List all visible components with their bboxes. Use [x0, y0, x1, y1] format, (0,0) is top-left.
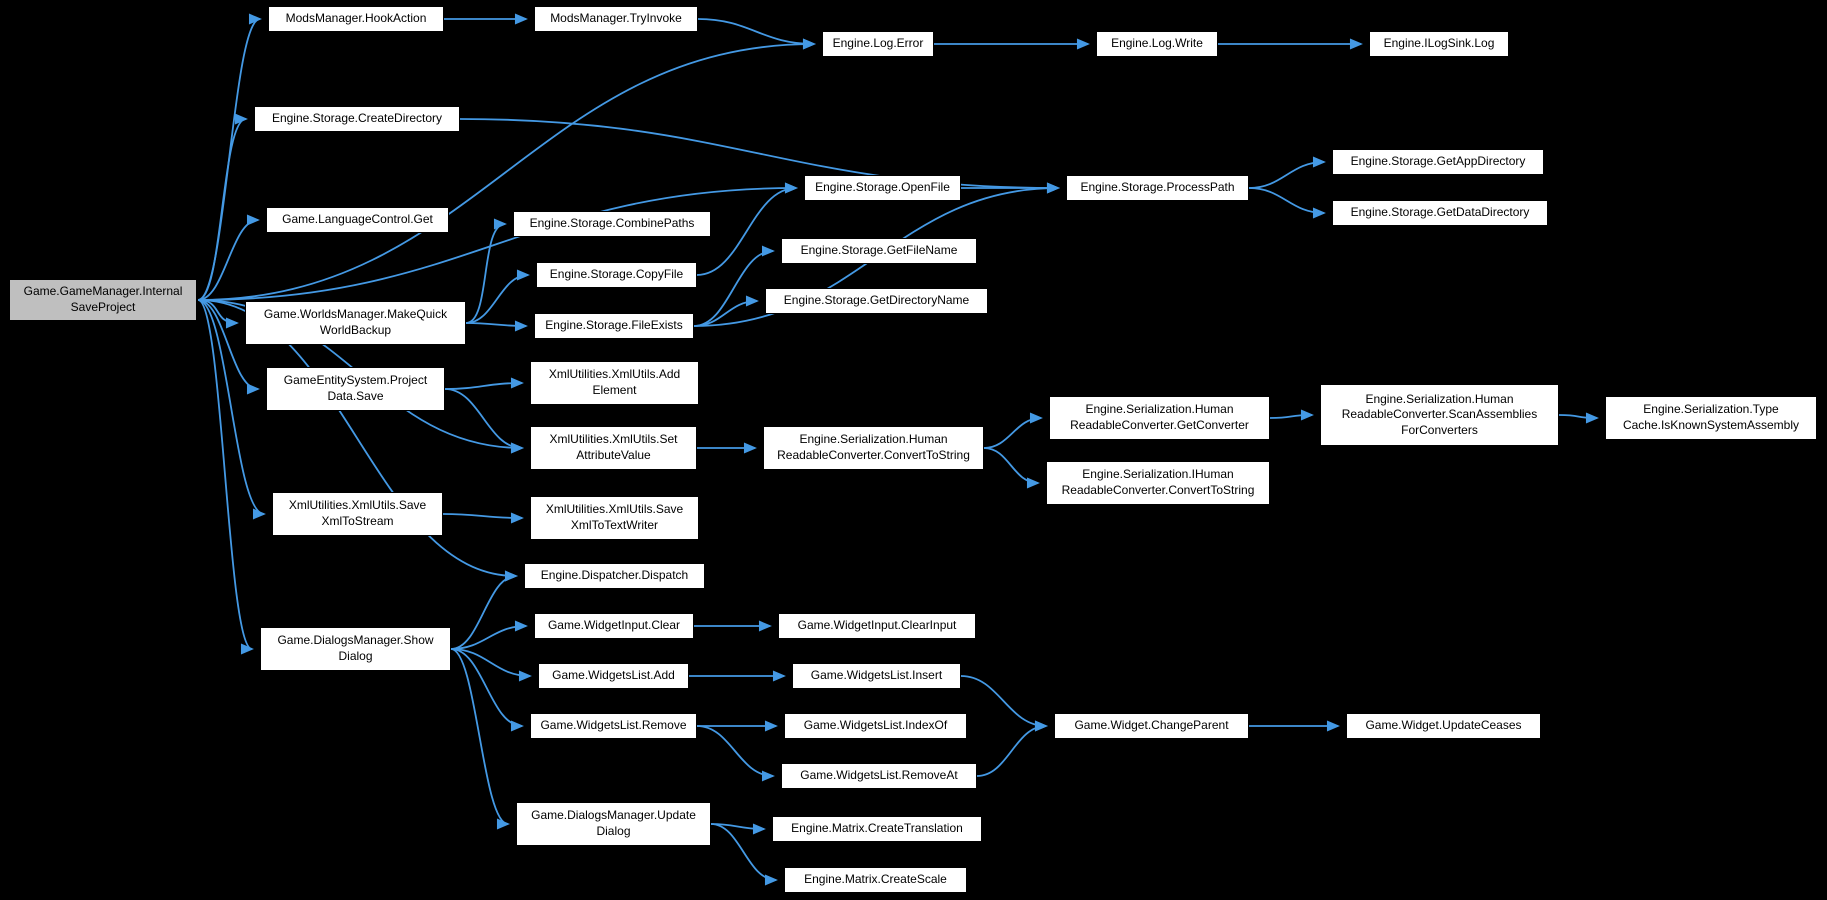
node-createScale[interactable]: Engine.Matrix.CreateScale — [784, 867, 967, 893]
node-ilogSinkLog[interactable]: Engine.ILogSink.Log — [1369, 31, 1509, 57]
edge-saveXmlToStream-saveXmlToTextWriter — [442, 512, 524, 524]
node-widgetsListRemoveAt[interactable]: Game.WidgetsList.RemoveAt — [781, 763, 977, 789]
node-ihrcConvertToString[interactable]: Engine.Serialization.IHuman ReadableConv… — [1046, 461, 1270, 505]
node-widgetsListAdd[interactable]: Game.WidgetsList.Add — [538, 663, 689, 689]
edge-root-languageControlGet — [197, 214, 260, 301]
node-logWrite[interactable]: Engine.Log.Write — [1096, 31, 1218, 57]
node-widgetsListIndexOf[interactable]: Game.WidgetsList.IndexOf — [784, 713, 967, 739]
node-getDirectoryName[interactable]: Engine.Storage.GetDirectoryName — [765, 288, 988, 314]
edge-makeQuickWorldBackup-copyFile — [465, 269, 530, 324]
edge-hrcConvertToString-hrcGetConverter — [983, 412, 1043, 449]
edge-widgetsListRemove-widgetsListRemoveAt — [696, 725, 775, 782]
node-dispatch[interactable]: Engine.Dispatcher.Dispatch — [524, 563, 705, 589]
edge-fileExists-getFileName — [693, 245, 775, 327]
node-widgetsListInsert[interactable]: Game.WidgetsList.Insert — [792, 663, 961, 689]
node-isKnownSystemAssembly[interactable]: Engine.Serialization.Type Cache.IsKnownS… — [1605, 396, 1817, 440]
edge-root-saveXmlToStream — [197, 299, 266, 520]
edge-fileExists-getDirectoryName — [693, 295, 759, 327]
node-hrcGetConverter[interactable]: Engine.Serialization.Human ReadableConve… — [1049, 396, 1270, 440]
node-getAppDirectory[interactable]: Engine.Storage.GetAppDirectory — [1332, 149, 1544, 175]
node-hookAction[interactable]: ModsManager.HookAction — [268, 6, 444, 32]
edge-projectDataSave-setAttributeValue — [444, 388, 524, 454]
node-addElement[interactable]: XmlUtilities.XmlUtils.Add Element — [530, 361, 699, 405]
edge-root-createDirectory — [197, 113, 248, 301]
edge-widgetsListRemoveAt-changeParent — [976, 720, 1048, 777]
edge-updateDialog-createScale — [710, 823, 778, 886]
edge-copyFile-openFile — [696, 182, 798, 276]
node-updateCeases[interactable]: Game.Widget.UpdateCeases — [1346, 713, 1541, 739]
node-changeParent[interactable]: Game.Widget.ChangeParent — [1054, 713, 1249, 739]
edge-makeQuickWorldBackup-fileExists — [465, 320, 528, 332]
node-setAttributeValue[interactable]: XmlUtilities.XmlUtils.Set AttributeValue — [530, 426, 697, 470]
edge-hrcGetConverter-scanAssemblies — [1269, 409, 1314, 421]
node-openFile[interactable]: Engine.Storage.OpenFile — [804, 175, 961, 201]
node-widgetsListRemove[interactable]: Game.WidgetsList.Remove — [530, 713, 697, 739]
edge-root-logError — [197, 38, 816, 301]
edge-hrcConvertToString-ihrcConvertToString — [983, 447, 1040, 489]
node-fileExists[interactable]: Engine.Storage.FileExists — [534, 313, 694, 339]
edge-scanAssemblies-isKnownSystemAssembly — [1558, 412, 1599, 424]
edge-showDialog-widgetInputClear — [450, 620, 528, 650]
node-createDirectory[interactable]: Engine.Storage.CreateDirectory — [254, 106, 460, 132]
node-scanAssemblies[interactable]: Engine.Serialization.Human ReadableConve… — [1320, 384, 1559, 446]
node-showDialog[interactable]: Game.DialogsManager.Show Dialog — [260, 627, 451, 671]
node-languageControlGet[interactable]: Game.LanguageControl.Get — [266, 207, 449, 233]
edge-root-showDialog — [197, 299, 254, 655]
edge-createDirectory-processPath — [459, 118, 1060, 194]
node-makeQuickWorldBackup[interactable]: Game.WorldsManager.MakeQuick WorldBackup — [245, 301, 466, 345]
node-widgetInputClearInput[interactable]: Game.WidgetInput.ClearInput — [778, 613, 976, 639]
node-projectDataSave[interactable]: GameEntitySystem.Project Data.Save — [266, 367, 445, 411]
node-createTranslation[interactable]: Engine.Matrix.CreateTranslation — [772, 816, 982, 842]
node-hrcConvertToString[interactable]: Engine.Serialization.Human ReadableConve… — [763, 426, 984, 470]
edge-showDialog-widgetsListAdd — [450, 648, 532, 682]
node-getFileName[interactable]: Engine.Storage.GetFileName — [781, 238, 977, 264]
edge-root-projectDataSave — [197, 299, 260, 395]
edge-showDialog-dispatch — [450, 570, 518, 650]
edge-widgetsListInsert-changeParent — [960, 675, 1048, 732]
node-saveXmlToTextWriter[interactable]: XmlUtilities.XmlUtils.Save XmlToTextWrit… — [530, 496, 699, 540]
node-getDataDirectory[interactable]: Engine.Storage.GetDataDirectory — [1332, 200, 1548, 226]
node-processPath[interactable]: Engine.Storage.ProcessPath — [1066, 175, 1249, 201]
node-tryInvoke[interactable]: ModsManager.TryInvoke — [534, 6, 698, 32]
edge-showDialog-widgetsListRemove — [450, 648, 524, 732]
node-root: Game.GameManager.Internal SaveProject — [8, 278, 198, 322]
edge-tryInvoke-logError — [697, 18, 816, 50]
node-saveXmlToStream[interactable]: XmlUtilities.XmlUtils.Save XmlToStream — [272, 492, 443, 536]
node-logError[interactable]: Engine.Log.Error — [822, 31, 934, 57]
node-copyFile[interactable]: Engine.Storage.CopyFile — [536, 262, 697, 288]
node-combinePaths[interactable]: Engine.Storage.CombinePaths — [513, 211, 711, 237]
node-updateDialog[interactable]: Game.DialogsManager.Update Dialog — [516, 802, 711, 846]
edge-processPath-getDataDirectory — [1248, 187, 1326, 219]
edge-processPath-getAppDirectory — [1248, 156, 1326, 189]
edge-projectDataSave-addElement — [444, 377, 524, 390]
node-widgetInputClear[interactable]: Game.WidgetInput.Clear — [534, 613, 694, 639]
edge-makeQuickWorldBackup-combinePaths — [465, 218, 507, 324]
edge-showDialog-updateDialog — [450, 648, 510, 830]
edge-root-openFile — [197, 182, 798, 301]
